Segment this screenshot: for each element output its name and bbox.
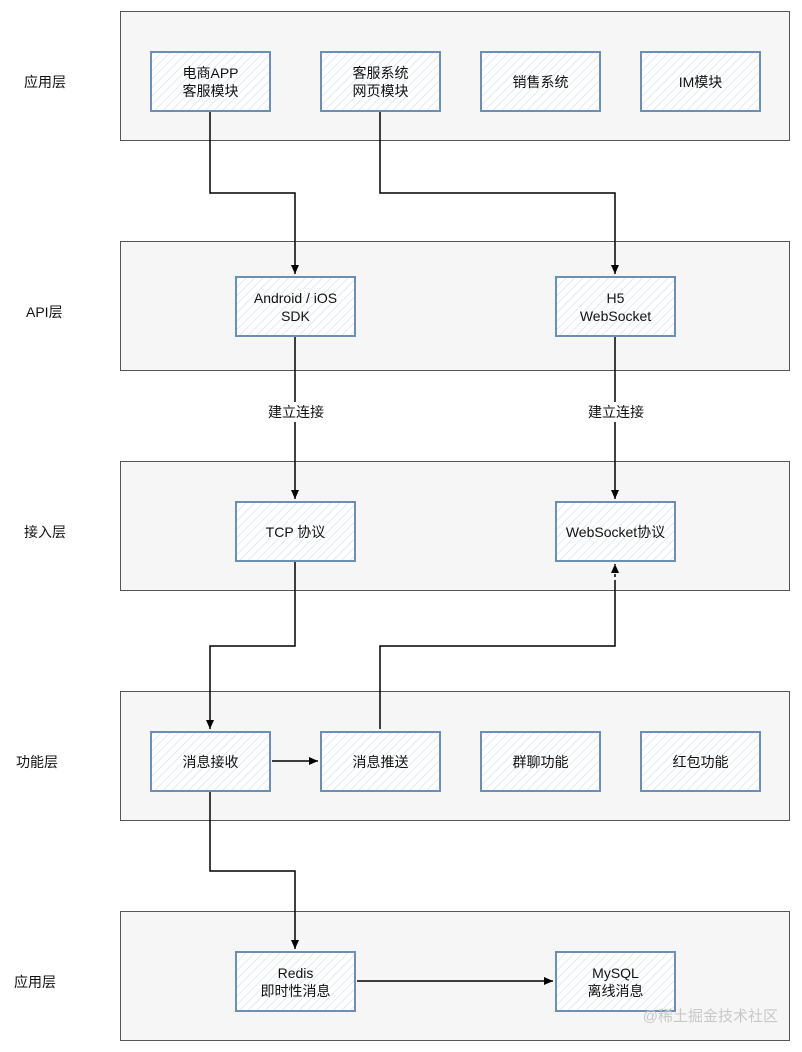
layer-api	[120, 241, 790, 371]
node-cs-web: 客服系统 网页模块	[320, 51, 441, 112]
layer-label-access: 接入层	[24, 524, 66, 540]
node-sales: 销售系统	[480, 51, 601, 112]
layer-label-function: 功能层	[16, 754, 58, 770]
node-red-packet: 红包功能	[640, 731, 761, 792]
node-ws-protocol: WebSocket协议	[555, 501, 676, 562]
node-ecommerce-app: 电商APP 客服模块	[150, 51, 271, 112]
node-h5: H5 WebSocket	[555, 276, 676, 337]
node-sdk: Android / iOS SDK	[235, 276, 356, 337]
node-msg-receive: 消息接收	[150, 731, 271, 792]
node-mysql: MySQL 离线消息	[555, 951, 676, 1012]
layer-application-bottom	[120, 911, 790, 1041]
edge-tcp-to-receive	[206, 562, 296, 729]
layer-access	[120, 461, 790, 591]
node-im: IM模块	[640, 51, 761, 112]
node-tcp: TCP 协议	[235, 501, 356, 562]
edge-label-h5-ws: 建立连接	[586, 402, 646, 422]
edge-label-sdk-tcp: 建立连接	[266, 402, 326, 422]
edge-push-to-ws	[379, 583, 616, 729]
layer-label-application-bottom: 应用层	[14, 974, 56, 990]
edge-ecommerce-to-sdk	[209, 112, 299, 274]
layer-label-application-top: 应用层	[24, 74, 66, 90]
node-redis: Redis 即时性消息	[235, 951, 356, 1012]
node-group-chat: 群聊功能	[480, 731, 601, 792]
layer-label-api: API层	[26, 304, 63, 320]
edge-receive-to-redis	[209, 792, 299, 949]
node-msg-push: 消息推送	[320, 731, 441, 792]
watermark: @稀土掘金技术社区	[642, 1008, 778, 1025]
edge-csweb-to-h5	[379, 112, 619, 274]
